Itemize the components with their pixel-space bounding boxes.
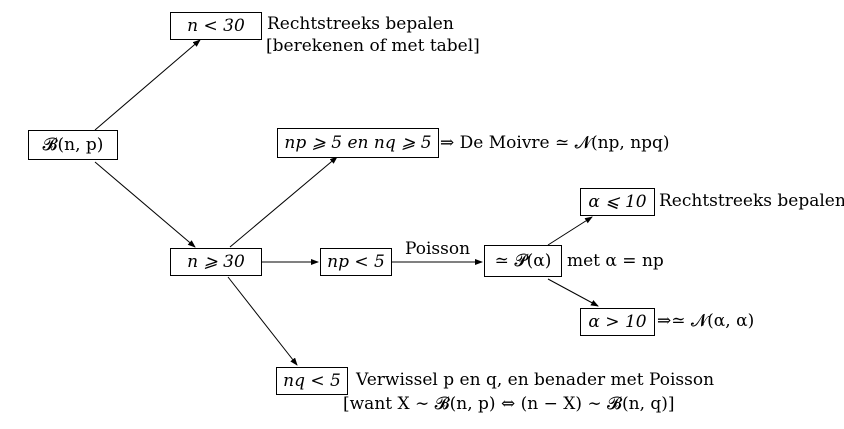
arrow-n-ge-30-to-np-nq <box>229 156 338 248</box>
node-alpha-gt-10: α > 10 <box>580 308 655 336</box>
node-alpha-le-10: α ⩽ 10 <box>580 188 655 216</box>
node-root-binomial: 𝓑(n, p) <box>28 130 118 160</box>
met-alpha-note: met α = np <box>567 251 664 271</box>
node-n-ge-30: n ⩾ 30 <box>170 248 262 276</box>
poisson-edge-label: Poisson <box>405 239 471 259</box>
nq-lt-5-note-line2: [want X ∼ 𝓑(n, p) ⇔ (n − X) ∼ 𝓑(n, q)] <box>343 394 675 414</box>
node-poisson-approx: ≃ 𝓟(α) <box>484 245 562 277</box>
n-lt-30-note-line1: Rechtstreeks bepalen <box>267 14 454 34</box>
arrow-poisson-to-alpha-gt-10 <box>547 278 599 307</box>
node-np-nq-ge-5: np ⩾ 5 en nq ⩾ 5 <box>277 128 439 158</box>
arrow-n-ge-30-to-nq-lt-5 <box>227 276 298 366</box>
de-moivre-note: ⇒ De Moivre ≃ 𝓝(np, npq) <box>440 133 670 153</box>
arrow-root-to-n-lt-30 <box>94 39 201 131</box>
n-lt-30-note-line2: [berekenen of met tabel] <box>266 36 480 56</box>
nq-lt-5-note-line1: Verwissel p en q, en benader met Poisson <box>356 370 715 390</box>
alpha-gt-10-note: ⇒≃ 𝓝(α, α) <box>657 311 755 331</box>
arrow-root-to-n-ge-30 <box>94 161 196 248</box>
node-n-lt-30: n < 30 <box>170 12 262 40</box>
node-nq-lt-5: nq < 5 <box>276 367 348 395</box>
node-np-lt-5: np < 5 <box>320 248 392 276</box>
arrow-poisson-to-alpha-le-10 <box>547 216 593 246</box>
alpha-le-10-note: Rechtstreeks bepalen <box>659 191 844 211</box>
